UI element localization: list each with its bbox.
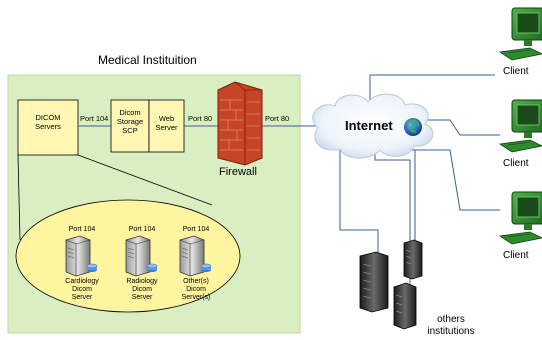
port-104-label: Port 104 [80, 114, 109, 123]
dicom-servers-line2: Servers [35, 122, 61, 131]
other-server-label: Other(s) Dicom Server(s) [166, 278, 226, 302]
server-tower-icon [179, 235, 212, 277]
other-line3: Server(s) [181, 294, 211, 302]
others-line1: others [437, 314, 465, 325]
zoom-line-right [77, 154, 213, 206]
internet-links [339, 74, 500, 305]
rack-server-icon [393, 282, 417, 330]
web-server-line2: Server [155, 123, 178, 132]
cardiology-server-label: Cardiology Dicom Server [52, 278, 112, 302]
client-computer-icon [498, 7, 542, 61]
institution-title: Medical Instituition [98, 53, 197, 67]
globe-icon [404, 118, 422, 136]
cluster-port-label-3: Port 104 [182, 226, 210, 233]
server-tower-icon [125, 235, 158, 277]
dicom-storage-scp-box [110, 99, 150, 153]
client-computer-icon [498, 99, 542, 153]
client-label-1: Client [503, 66, 529, 77]
cardiology-line3: Server [71, 294, 93, 302]
client-computer-icon [498, 191, 542, 245]
server-tower-icon [65, 235, 98, 277]
radiology-line3: Server [131, 294, 153, 302]
web-server-label: Web Server [149, 114, 184, 132]
zoom-line-left [17, 154, 21, 241]
cardiology-line2: Dicom [72, 286, 92, 294]
web-server-line1: Web [158, 114, 175, 123]
port-80-web-label: Port 80 [188, 114, 213, 123]
storage-scp-label: Dicom Storage SCP [111, 108, 149, 135]
firewall-icon [217, 81, 263, 166]
storage-scp-line1: Dicom [119, 108, 141, 117]
client-label-3: Client [503, 250, 529, 261]
rack-server-icon [359, 251, 389, 313]
storage-scp-line3: SCP [122, 126, 138, 135]
cardiology-line1: Cardiology [65, 278, 99, 285]
others-line2: institutions [427, 325, 475, 337]
other-institutions-label: others institutions [416, 314, 486, 337]
firewall-label: Firewall [219, 166, 257, 178]
radiology-server-label: Radiology Dicom Server [112, 278, 172, 302]
client-label-2: Client [503, 158, 529, 169]
storage-scp-line2: Storage [116, 117, 144, 126]
internet-cloud [312, 93, 434, 159]
other-line2: Dicom [186, 286, 206, 294]
other-line1: Other(s) [183, 278, 209, 285]
cluster-port-label-1: Port 104 [68, 226, 96, 233]
dicom-servers-label: DICOM Servers [18, 113, 78, 131]
cluster-port-label-2: Port 104 [128, 226, 156, 233]
radiology-line1: Radiology [126, 278, 158, 285]
radiology-line2: Dicom [132, 286, 152, 294]
rack-server-icon [403, 239, 423, 280]
dicom-servers-box [17, 99, 79, 156]
internet-label: Internet [345, 118, 393, 133]
dicom-servers-line1: DICOM [35, 113, 61, 122]
port-80-internet-label: Port 80 [265, 114, 290, 123]
